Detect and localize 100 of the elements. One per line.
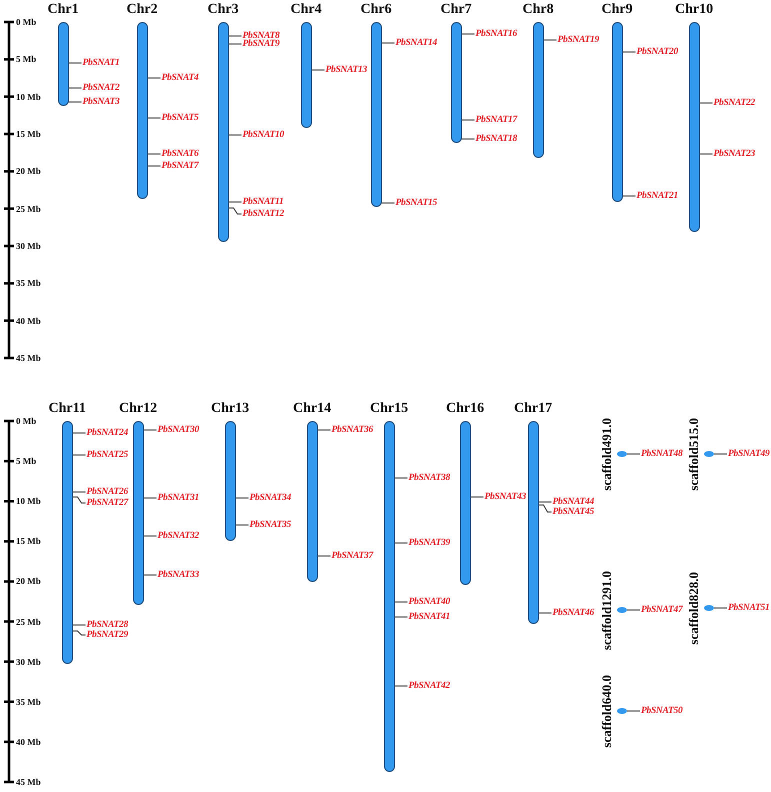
gene-label: PbSNAT35 bbox=[250, 519, 291, 531]
gene-label: PbSNAT25 bbox=[86, 449, 128, 461]
chromosome-label: Chr4 bbox=[290, 2, 322, 18]
gene-label: PbSNAT21 bbox=[636, 190, 678, 202]
gene-label: PbSNAT23 bbox=[714, 148, 755, 160]
chromosome-label: Chr14 bbox=[293, 401, 332, 417]
gene-label: PbSNAT47 bbox=[641, 604, 682, 616]
gene-label: PbSNAT7 bbox=[162, 160, 198, 172]
gene-label: PbSNAT32 bbox=[158, 530, 199, 542]
scaffold-label: scaffold515.0 bbox=[687, 418, 701, 490]
gene-label: PbSNAT22 bbox=[714, 97, 755, 109]
tick-label: 10 Mb bbox=[16, 496, 41, 506]
leader-line bbox=[235, 524, 249, 526]
tick-label: 15 Mb bbox=[16, 129, 41, 139]
gene-label: PbSNAT26 bbox=[86, 486, 128, 498]
gene-label: PbSNAT36 bbox=[332, 424, 373, 436]
gene-label: PbSNAT33 bbox=[158, 569, 199, 581]
leader-line bbox=[538, 504, 552, 512]
leader-line bbox=[538, 612, 552, 614]
scaffold-label: scaffold640.0 bbox=[600, 674, 614, 748]
tick-label: 0 Mb bbox=[16, 17, 36, 27]
tick-label: 5 Mb bbox=[16, 54, 36, 64]
gene-label: PbSNAT41 bbox=[408, 611, 450, 623]
tick-label: 20 Mb bbox=[16, 576, 41, 586]
gene-label: PbSNAT4 bbox=[162, 72, 198, 84]
gene-label: PbSNAT5 bbox=[162, 112, 198, 124]
chromosome-label: Chr13 bbox=[211, 401, 250, 417]
leader-line bbox=[228, 134, 242, 136]
gene-label: PbSNAT19 bbox=[558, 34, 599, 46]
chromosome-label: Chr11 bbox=[48, 401, 86, 417]
leader-line bbox=[381, 42, 395, 44]
gene-label: PbSNAT11 bbox=[242, 196, 284, 208]
leader-line bbox=[72, 432, 86, 434]
gene-label: PbSNAT37 bbox=[332, 550, 373, 562]
gene-label: PbSNAT34 bbox=[250, 492, 291, 504]
gene-label: PbSNAT51 bbox=[728, 602, 770, 614]
gene-label: PbSNAT20 bbox=[636, 46, 678, 58]
gene-label: PbSNAT49 bbox=[728, 448, 770, 460]
chromosome-label: Chr12 bbox=[119, 401, 158, 417]
gene-label: PbSNAT42 bbox=[408, 680, 450, 692]
leader-line bbox=[626, 710, 640, 712]
tick-label: 35 Mb bbox=[16, 278, 41, 288]
leader-line bbox=[68, 62, 82, 64]
tick-label: 10 Mb bbox=[16, 92, 41, 102]
scaffold-label: scaffold828.0 bbox=[687, 572, 701, 644]
leader-line bbox=[381, 202, 395, 204]
gene-label: PbSNAT40 bbox=[408, 596, 450, 608]
gene-label: PbSNAT27 bbox=[86, 497, 128, 509]
leader-line bbox=[72, 630, 86, 636]
leader-line bbox=[143, 574, 157, 576]
gene-label: PbSNAT15 bbox=[396, 197, 437, 209]
leader-line bbox=[72, 454, 86, 456]
tick-label: 30 Mb bbox=[16, 656, 41, 667]
gene-label: PbSNAT24 bbox=[86, 427, 128, 439]
leader-line bbox=[461, 138, 475, 140]
chromosome-label: Chr10 bbox=[675, 2, 714, 18]
chromosome-label: Chr15 bbox=[370, 401, 408, 417]
tick-label: 40 Mb bbox=[16, 316, 41, 326]
gene-label: PbSNAT6 bbox=[162, 148, 198, 160]
gene-label: PbSNAT31 bbox=[158, 492, 199, 504]
gene-label: PbSNAT45 bbox=[552, 506, 594, 518]
scaffold-label: scaffold491.0 bbox=[600, 418, 614, 490]
gene-label: PbSNAT43 bbox=[484, 491, 526, 503]
tick-label: 40 Mb bbox=[16, 736, 41, 747]
chromosome-label: Chr6 bbox=[360, 2, 392, 18]
leader-line bbox=[470, 496, 484, 498]
chromosome-label: Chr7 bbox=[440, 2, 472, 18]
gene-label: PbSNAT46 bbox=[552, 607, 594, 619]
gene-label: PbSNAT48 bbox=[641, 448, 682, 460]
leader-line bbox=[394, 542, 408, 544]
chromosome-label: Chr1 bbox=[48, 2, 79, 18]
gene-label: PbSNAT16 bbox=[476, 28, 517, 40]
gene-label: PbSNAT39 bbox=[408, 537, 450, 549]
gene-label: PbSNAT18 bbox=[476, 133, 517, 145]
gene-label: PbSNAT2 bbox=[82, 82, 120, 94]
gene-label: PbSNAT3 bbox=[82, 96, 120, 108]
tick-label: 20 Mb bbox=[16, 166, 41, 176]
tick-label: 5 Mb bbox=[16, 456, 36, 466]
tick-label: 25 Mb bbox=[16, 204, 41, 214]
gene-label: PbSNAT14 bbox=[396, 37, 437, 49]
chromosome-label: Chr8 bbox=[522, 2, 554, 18]
chromosome-label: Chr16 bbox=[446, 401, 484, 417]
gene-label: PbSNAT13 bbox=[326, 64, 367, 76]
leader-line bbox=[228, 208, 242, 214]
gene-label: PbSNAT30 bbox=[158, 424, 199, 436]
gene-label: PbSNAT9 bbox=[242, 38, 280, 50]
leader-line bbox=[394, 616, 408, 618]
tick-label: 45 Mb bbox=[16, 353, 41, 363]
leader-line bbox=[72, 496, 86, 504]
gene-label: PbSNAT12 bbox=[242, 208, 284, 220]
gene-label: PbSNAT50 bbox=[641, 705, 682, 717]
gene-label: PbSNAT38 bbox=[408, 472, 450, 484]
chromosome-label: Chr9 bbox=[602, 2, 633, 18]
scaffold-label: scaffold1291.0 bbox=[600, 570, 614, 650]
gene-label: PbSNAT10 bbox=[242, 129, 284, 141]
gene-label: PbSNAT17 bbox=[476, 114, 517, 126]
leader-line bbox=[699, 102, 713, 104]
chromosome-label: Chr3 bbox=[208, 2, 239, 18]
gene-label: PbSNAT29 bbox=[86, 629, 128, 641]
tick-label: 35 Mb bbox=[16, 696, 41, 707]
